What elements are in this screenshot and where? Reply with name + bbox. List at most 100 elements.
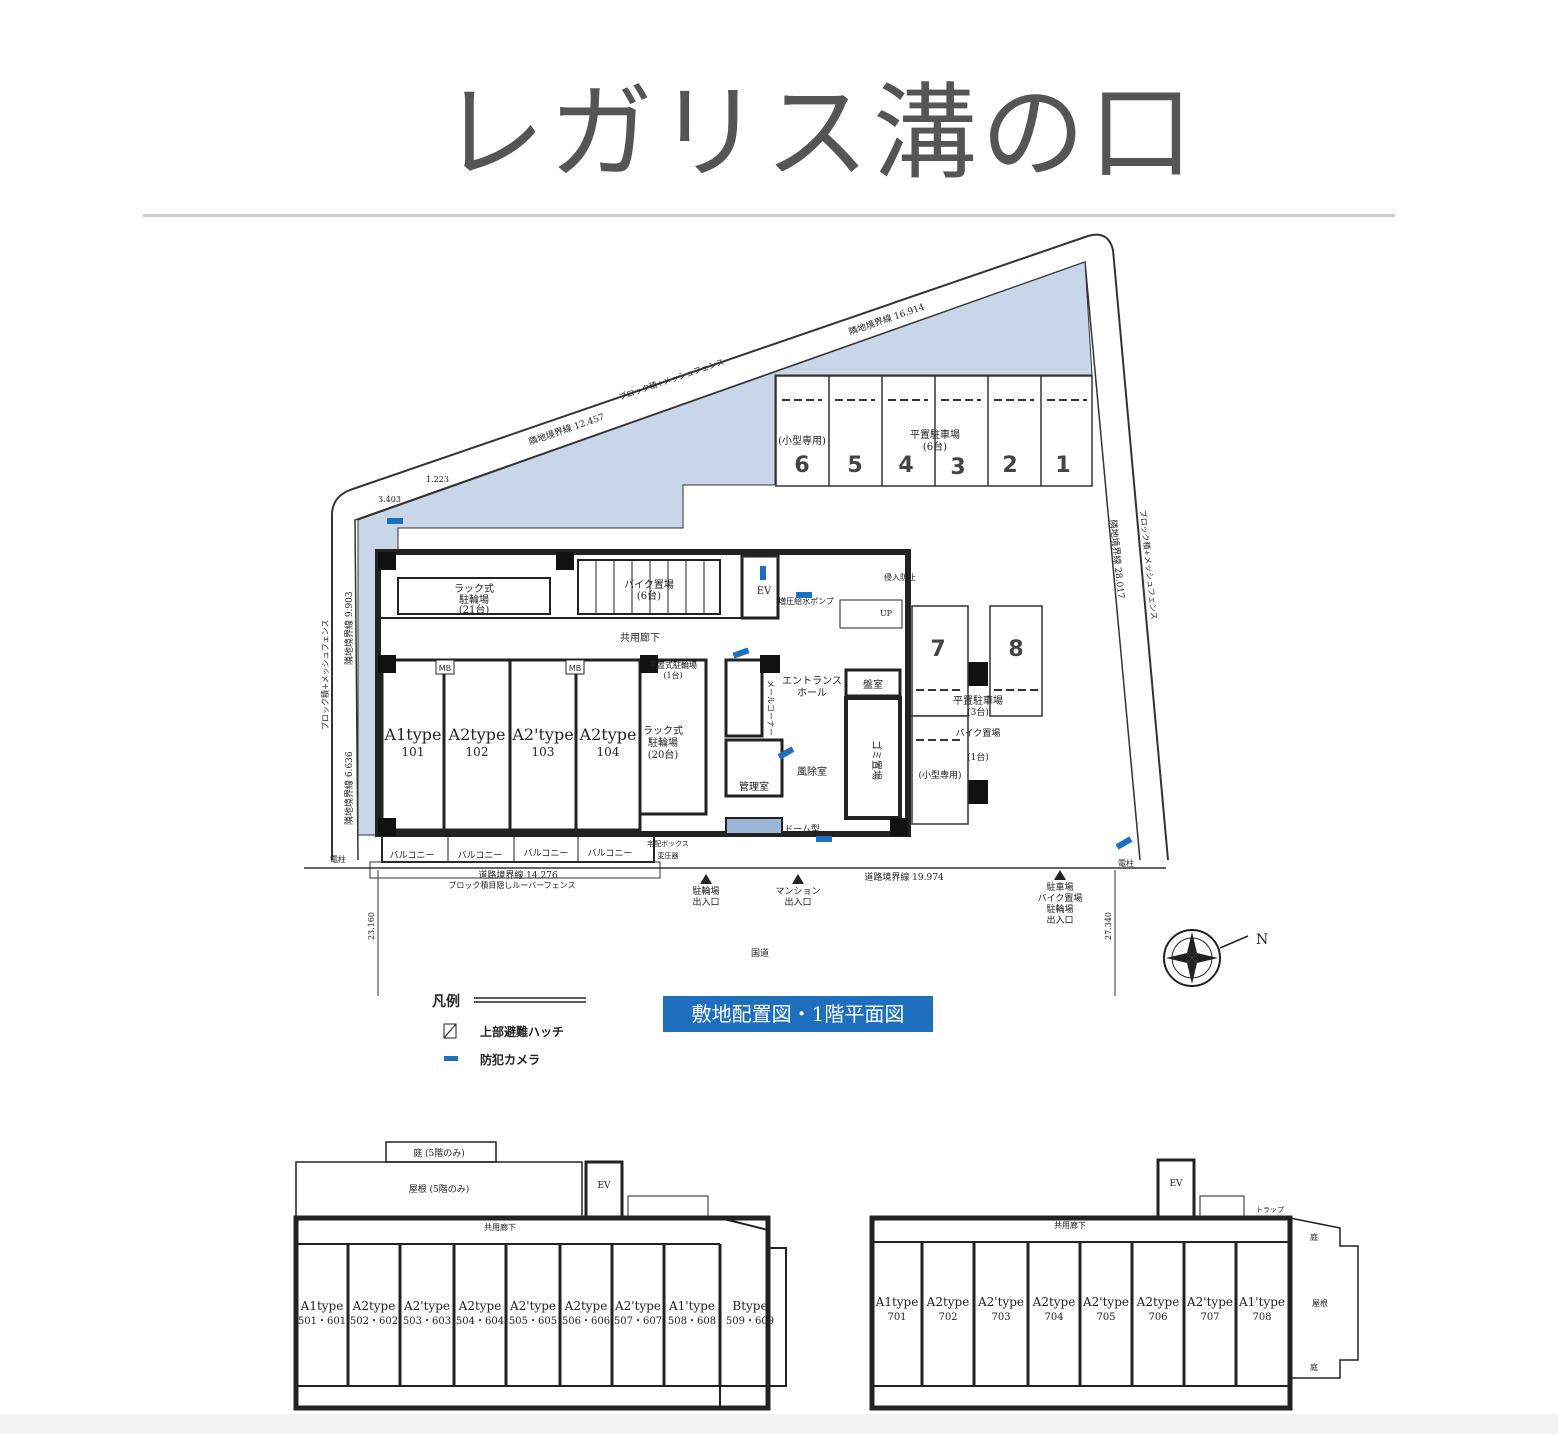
parking-right-flat-count: (3台) xyxy=(967,706,989,718)
camera-icon xyxy=(777,746,795,760)
floor7-garden-bottom: 庭 xyxy=(1310,1362,1318,1372)
parking-flat-label: 平置駐車場 xyxy=(910,428,960,441)
floor5-room-num-6: 506・606 xyxy=(562,1316,610,1327)
neighbor-label-3: 隣地境界線 28.017 xyxy=(1107,519,1127,599)
dim-right: 27.340 xyxy=(1104,912,1113,940)
floor7-room-num-8: 708 xyxy=(1252,1312,1271,1323)
floor5-room-num-5: 505・605 xyxy=(509,1316,557,1327)
entrance-label: エントランス xyxy=(782,675,842,687)
floor5-room-type-2: A2type xyxy=(352,1299,396,1313)
rack-bike-top-count: (21台) xyxy=(459,603,490,616)
black-columns xyxy=(378,552,988,836)
camera-icon xyxy=(760,566,766,580)
floor7-room-type-7: A2'type xyxy=(1186,1295,1233,1309)
dim-1223: 1.223 xyxy=(426,475,449,484)
camera-icon xyxy=(1115,836,1133,850)
hatch-icon xyxy=(443,1023,457,1039)
fence-mesh-left: ブロック積+メッシュフェンス xyxy=(320,619,330,730)
parking-slot-2: 2 xyxy=(1002,453,1017,478)
parking-right-bike-label: バイク置場 xyxy=(956,727,1001,739)
floor7-garden-top: 庭 xyxy=(1310,1232,1318,1242)
parking-right-flat-label: 平置駐車場 xyxy=(953,694,1003,707)
room-102-type: A2type xyxy=(448,725,506,744)
car-exit-4: 出入口 xyxy=(1046,914,1073,926)
bike-parking-name: バイク置場 xyxy=(624,578,674,591)
floor5-room-type-4: A2type xyxy=(458,1299,502,1313)
national-road-label: 国道 xyxy=(751,947,769,959)
floor5-room-type-5: A2'type xyxy=(509,1299,556,1313)
windbreak-label: 風除室 xyxy=(797,765,827,778)
room-104-type: A2type xyxy=(579,725,637,744)
parking-slot-4: 4 xyxy=(898,453,913,478)
floor5-room-num-1: 501・601 xyxy=(298,1316,346,1327)
floor5-plan xyxy=(293,1141,787,1411)
floor5-room-type-6: A2type xyxy=(564,1299,608,1313)
entrance-hall-label: ホール xyxy=(797,687,827,699)
camera-icon xyxy=(796,592,812,598)
mansion-exit-label: マンション xyxy=(775,887,820,897)
compass-icon xyxy=(1163,929,1249,987)
parking-small-label: (小型専用) xyxy=(778,434,826,447)
balcony-label-3: バルコニー xyxy=(524,848,569,859)
bike-exit-sub: 出入口 xyxy=(692,896,719,908)
car-exit-2: バイク置場 xyxy=(1038,892,1083,904)
balcony-label-1: バルコニー xyxy=(390,850,435,861)
dim-3403: 3.403 xyxy=(378,495,401,504)
bottom-bar xyxy=(0,1414,1558,1434)
floor7-corridor: 共用廊下 xyxy=(1054,1220,1086,1230)
flat-bike-label: 平置式駐輪場 xyxy=(649,660,697,670)
parking-right-small-label: (小型専用) xyxy=(918,769,961,781)
legend-camera: 防犯カメラ xyxy=(480,1052,540,1067)
room-103-type: A2'type xyxy=(511,725,573,744)
road-boundary-2: 道路境界線 19.974 xyxy=(864,871,944,883)
fence-front: ブロック積目隠しルーバーフェンス xyxy=(448,880,575,890)
floor5-garden: 庭 (5階のみ) xyxy=(413,1147,465,1159)
floor7-trap: トラップ xyxy=(1256,1206,1284,1214)
neighbor-label-5: 隣地境界線 6.636 xyxy=(343,751,355,825)
floor5-room-num-9: 509・609 xyxy=(726,1316,774,1327)
rack-bike-inner-name: ラック式 xyxy=(643,724,683,737)
floor5-room-num-3: 503・603 xyxy=(403,1316,451,1327)
up-label: UP xyxy=(880,609,893,618)
room-103-num: 103 xyxy=(532,745,555,759)
rack-bike-inner-sub: 駐輪場 xyxy=(648,736,678,749)
rack-bike-top-name: ラック式 xyxy=(454,582,494,595)
floor5-room-type-7: A2'type xyxy=(614,1299,661,1313)
site-boundary-inner xyxy=(354,260,1141,861)
floor5-room-type-3: A2'type xyxy=(403,1299,450,1313)
room-101-type: A1type xyxy=(384,725,442,744)
floor7-room-num-1: 701 xyxy=(887,1312,906,1323)
floor7-room-num-3: 703 xyxy=(991,1312,1010,1323)
floor5-room-num-4: 504・604 xyxy=(456,1316,504,1327)
floor7-room-type-5: A2'type xyxy=(1082,1295,1129,1309)
floor7-plan xyxy=(869,1158,1359,1411)
parking-slot-3: 3 xyxy=(950,455,965,480)
floor5-room-num-8: 508・608 xyxy=(668,1316,716,1327)
neighbor-label-4: 隣地境界線 9.903 xyxy=(343,591,355,665)
site-boundary-outer xyxy=(331,233,1169,861)
floor5-ev: EV xyxy=(597,1181,611,1191)
parking-slot-6: 6 xyxy=(794,453,809,478)
pump-label: 増圧給水ポンプ xyxy=(778,596,834,606)
car-exit-3: 駐輪場 xyxy=(1046,903,1073,915)
dome-label: ドーム型 xyxy=(784,824,820,835)
rack-bike-top-sub: 駐輪場 xyxy=(459,593,489,606)
floor5-room-type-9: Btype xyxy=(732,1299,767,1313)
floor1-rooms: A1type 101 A2type 102 A2'type 103 A2type… xyxy=(384,725,637,759)
mail-label: メールコーナー xyxy=(766,680,775,736)
floor7-room-num-4: 704 xyxy=(1044,1312,1063,1323)
no-entry-label: 侵入防止 xyxy=(884,572,916,582)
floor7-room-walls xyxy=(920,1242,1238,1386)
box-label: 宅配ボックス xyxy=(647,839,689,848)
legend-title: 凡例 xyxy=(432,993,460,1010)
parking-slot-7: 7 xyxy=(930,637,945,662)
parking-slot-1: 1 xyxy=(1055,453,1070,478)
camera-icon xyxy=(387,518,403,524)
board-label: 盤室 xyxy=(863,678,883,691)
bike-exit-label: 駐輪場 xyxy=(692,885,719,897)
road-boundary-1: 道路境界線 14.276 xyxy=(478,869,558,881)
parking-slot-5: 5 xyxy=(847,453,862,478)
bike-parking-count: (6台) xyxy=(637,589,661,602)
mb-label-1: MB xyxy=(439,664,451,673)
